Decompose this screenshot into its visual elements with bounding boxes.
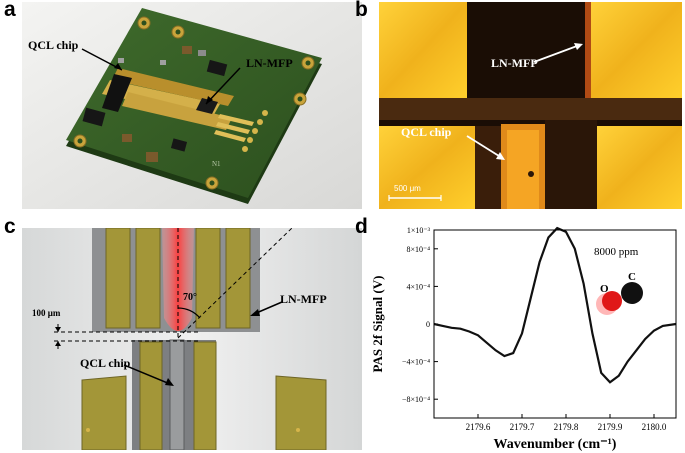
panel-c-gap-label: 100 μm [32,308,61,318]
pcb-board-photo [22,2,362,209]
schematic-drawing [22,228,362,450]
carbon-atom [621,282,643,304]
panel-letter-c: c [4,215,16,238]
y-axis-label: PAS 2f Signal (V) [370,276,385,373]
carbon-label: C [628,271,636,283]
panel-c-schematic: 100 μm 70° LN-MFP QCL chip [22,228,362,450]
y-tick-label: 1×10⁻³ [407,226,431,235]
panel-letter-d: d [355,215,368,238]
oxygen-atom [602,291,622,311]
x-tick-label: 2179.9 [598,422,623,432]
panel-a-lnmfp-label: LN-MFP [246,56,293,70]
x-tick-label: 2179.6 [466,422,491,432]
y-tick-label: 8×10⁻⁴ [406,245,430,254]
pas-signal-series-line [433,226,677,384]
panel-a-qcl-label: QCL chip [28,38,79,52]
panel-c-qcl-label: QCL chip [80,356,131,370]
panel-letter-a: a [4,0,16,21]
panel-a-board-marking: N1 [212,160,221,168]
y-tick-label: 4×10⁻⁴ [406,282,430,291]
y-tick-label: 0 [426,320,430,329]
x-tick-label: 2179.7 [510,422,535,432]
panel-b-lnmfp-label: LN-MFP [491,56,538,70]
oxygen-label: O [600,283,609,295]
panel-c-lnmfp-label: LN-MFP [280,292,327,306]
plot-frame [433,229,677,419]
micrograph-image [379,2,682,209]
x-tick-label: 2179.8 [554,422,579,432]
panel-c-angle-label: 70° [183,292,197,303]
y-tick-label: −8×10⁻⁴ [402,395,430,404]
y-tick-label: −4×10⁻⁴ [402,358,430,367]
x-axis-label: Wavenumber (cm⁻¹) [494,437,617,452]
panel-a-photo: QCL chip LN-MFP N1 [22,2,362,209]
pas-signal-chart: −8×10⁻⁴ −4×10⁻⁴ 0 4×10⁻⁴ 8×10⁻⁴ 1×10⁻³ 2179.6… [370,226,677,452]
x-tick-label: 2180.0 [642,422,667,432]
panel-b-scale-bar-label: 500 μm [394,184,421,193]
panel-b-qcl-label: QCL chip [401,125,452,139]
concentration-annotation: 8000 ppm [594,246,639,258]
panel-b-micrograph: LN-MFP QCL chip 500 μm [379,2,682,209]
panel-letter-b: b [355,0,368,21]
panel-d-chart: −8×10⁻⁴ −4×10⁻⁴ 0 4×10⁻⁴ 8×10⁻⁴ 1×10⁻³ 2179.6… [370,222,682,452]
